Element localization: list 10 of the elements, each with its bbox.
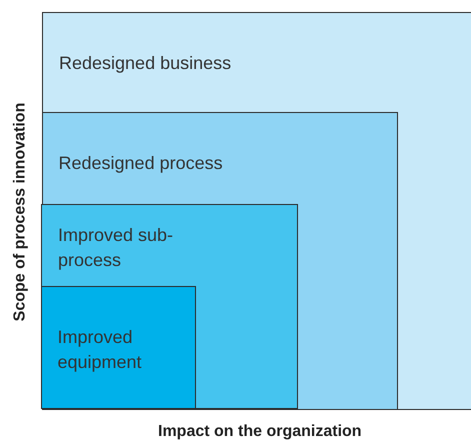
axis-title: Scope of process innovation [10, 102, 29, 322]
nested-area [42, 112, 398, 410]
nested-area [41, 204, 298, 409]
nested-area [40, 286, 196, 408]
area-label: Improved sub-process [58, 224, 174, 272]
area-label: Redesigned business [59, 52, 232, 75]
area-label: Redesigned process [58, 152, 223, 175]
axis-title: Impact on the organization [158, 423, 362, 441]
area-label: Improved equipment [58, 326, 143, 374]
nested-area [42, 12, 471, 410]
